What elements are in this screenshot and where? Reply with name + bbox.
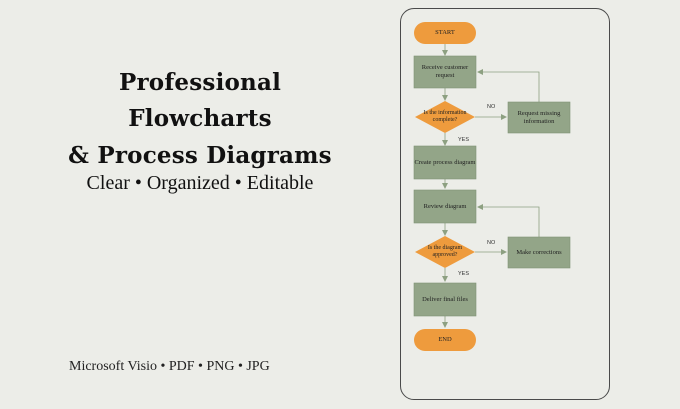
receive-request-label: Receive customer request [421, 64, 469, 79]
request-missing-box [507, 101, 571, 134]
create-diagram-box [413, 145, 477, 180]
no-label-1: NO [487, 104, 496, 110]
start-terminal [414, 22, 476, 44]
yes-label-1: YES [458, 137, 470, 143]
decision-info-label: Is the information complete? [423, 110, 467, 123]
no-label-2: NO [487, 240, 496, 246]
decision-approved-label: Is the diagram approved? [427, 245, 463, 258]
corrections-box [507, 236, 571, 269]
connector-corrections-loopback [477, 204, 540, 237]
headline-line-1: Professional [118, 69, 282, 96]
headline-line-3: & Process Diagrams [68, 142, 332, 169]
review-diagram-label: Review diagram [423, 202, 467, 210]
create-diagram-label: Create process diagram [414, 158, 476, 166]
start-label: START [435, 29, 455, 36]
connector-request-loopback [477, 69, 540, 102]
deliver-files-box [413, 282, 477, 317]
receive-request-box [413, 55, 477, 89]
corrections-label: Make corrections [516, 248, 562, 256]
decision-diagram-approved [415, 236, 475, 268]
deliver-files-label: Deliver final files [422, 295, 468, 303]
subtitle: Clear • Organized • Editable [86, 172, 314, 194]
review-diagram-box [413, 189, 477, 224]
request-missing-label: Request missing information [517, 109, 561, 125]
end-terminal [414, 329, 476, 351]
file-formats: Microsoft Visio • PDF • PNG • JPG [69, 359, 270, 374]
decision-info-complete [415, 101, 475, 133]
yes-label-2: YES [458, 271, 470, 277]
headline-line-2: Flowcharts [128, 105, 272, 132]
end-label: END [438, 336, 452, 343]
